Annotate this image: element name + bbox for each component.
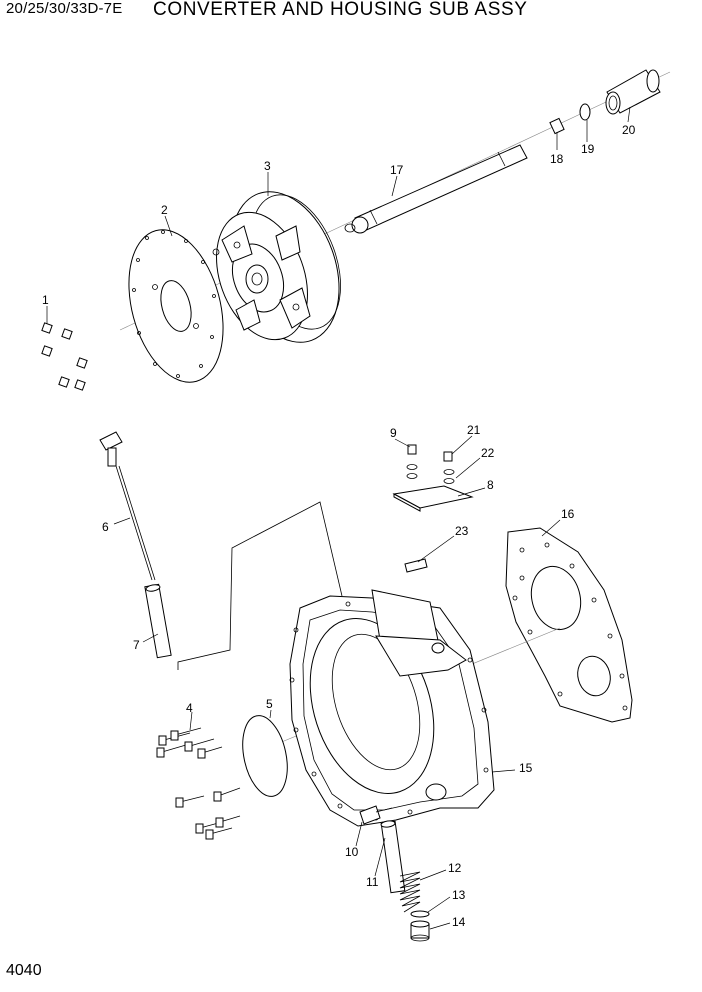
callout-5: 5 [266, 697, 273, 711]
part-15-converter-housing [289, 589, 495, 827]
part-18-bushing [549, 117, 565, 135]
leader-lines [46, 106, 631, 930]
callout-4: 4 [186, 701, 193, 715]
part-5-o-ring [242, 715, 288, 797]
callout-8: 8 [487, 478, 494, 492]
part-17-shaft [344, 144, 528, 234]
callout-12: 12 [448, 861, 462, 875]
part-10-sensor [359, 805, 393, 825]
part-6-dipstick [99, 431, 156, 581]
callout-labels: 1 2 3 4 5 6 7 8 9 10 11 12 13 14 15 16 1… [42, 123, 636, 929]
part-13-washer [410, 910, 430, 918]
part-20-sleeve [605, 69, 661, 115]
part-8-cover-plate [392, 485, 474, 512]
callout-17: 17 [390, 163, 404, 177]
part-23-plate [404, 558, 428, 573]
callout-9: 9 [390, 426, 397, 440]
part-21-bolt [443, 451, 455, 484]
page-number: 4040 [6, 962, 42, 979]
part-7-tube [144, 583, 172, 659]
part-2-flex-plate [128, 229, 224, 383]
callout-16: 16 [561, 507, 575, 521]
page-title: CONVERTER AND HOUSING SUB ASSY [153, 0, 528, 20]
part-11-pipe [380, 820, 406, 894]
callout-2: 2 [161, 203, 168, 217]
part-19-snap-ring [579, 103, 591, 121]
callout-20: 20 [622, 123, 636, 137]
callout-23: 23 [455, 524, 469, 538]
part-3-torque-converter [212, 191, 341, 343]
callout-15: 15 [519, 761, 533, 775]
callout-1: 1 [42, 293, 49, 307]
callout-18: 18 [550, 152, 564, 166]
callout-7: 7 [133, 638, 140, 652]
part-16-gasket [505, 527, 633, 723]
callout-14: 14 [452, 915, 466, 929]
callout-19: 19 [581, 142, 595, 156]
callout-3: 3 [264, 159, 271, 173]
callout-11: 11 [366, 875, 379, 889]
callout-13: 13 [452, 888, 466, 902]
part-1-bolts [41, 322, 88, 391]
part-12-spring [399, 871, 421, 913]
callout-21: 21 [467, 423, 481, 437]
model-code: 20/25/30/33D-7E [6, 0, 123, 17]
tube-connection-line [177, 501, 343, 670]
part-14-cap [410, 920, 430, 942]
callout-10: 10 [345, 845, 359, 859]
callout-22: 22 [481, 446, 495, 460]
callout-6: 6 [102, 520, 109, 534]
part-4-bolts [156, 727, 241, 840]
part-9-bolt [406, 444, 418, 479]
